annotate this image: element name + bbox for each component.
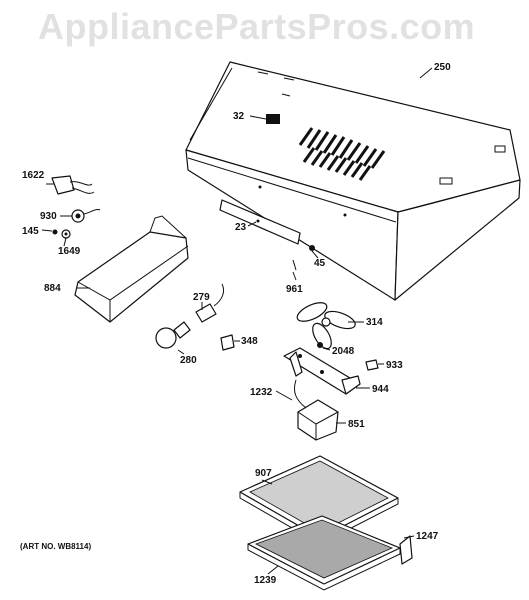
leader-lines — [41, 67, 433, 575]
bracket-small — [365, 359, 379, 371]
part-label-1622: 1622 — [22, 170, 45, 181]
hood-body — [185, 61, 521, 301]
clip — [220, 334, 235, 351]
part-label-280: 280 — [180, 355, 197, 366]
nut — [317, 342, 323, 348]
part-label-884: 884 — [44, 283, 61, 294]
part-label-32: 32 — [233, 111, 245, 122]
fan-motor — [293, 379, 339, 441]
part-label-250: 250 — [434, 62, 451, 73]
part-label-1232: 1232 — [250, 387, 273, 398]
label-plate — [266, 114, 280, 124]
charcoal-filter — [247, 515, 401, 591]
part-label-23: 23 — [235, 222, 247, 233]
part-label-145: 145 — [22, 226, 39, 237]
part-label-933: 933 — [386, 360, 403, 371]
filler-strip — [219, 199, 301, 245]
part-label-314: 314 — [366, 317, 383, 328]
part-label-930: 930 — [40, 211, 57, 222]
watermark: AppliancePartsPros.com — [38, 6, 476, 47]
part-label-1649: 1649 — [58, 246, 81, 257]
filter-clip — [399, 535, 413, 565]
light-shield — [74, 231, 189, 323]
small-screw — [292, 259, 297, 271]
part-label-907: 907 — [255, 468, 272, 479]
light-bulb — [155, 321, 191, 349]
part-label-1247: 1247 — [416, 531, 439, 542]
part-label-45: 45 — [314, 258, 326, 269]
part-label-348: 348 — [241, 336, 258, 347]
part-label-961: 961 — [286, 284, 303, 295]
part-label-1239: 1239 — [254, 575, 277, 586]
part-label-2048: 2048 — [332, 346, 355, 357]
part-label-944: 944 — [372, 384, 389, 395]
shield-flange — [149, 215, 187, 239]
part-label-279: 279 — [193, 292, 210, 303]
art-number: (ART NO. WB8114) — [20, 542, 91, 551]
lamp-socket — [195, 303, 217, 323]
fan-blade — [296, 302, 356, 350]
screw — [309, 245, 315, 251]
motor-bracket — [283, 347, 361, 395]
vent-louvers — [298, 127, 386, 181]
switch-assembly — [51, 175, 101, 239]
part-label-851: 851 — [348, 419, 365, 430]
